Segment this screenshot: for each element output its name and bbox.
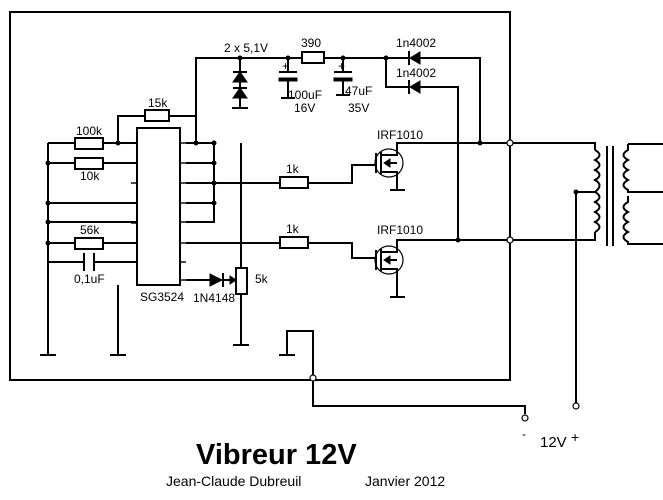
supply-positive-label: + — [571, 429, 579, 445]
ground-link — [279, 330, 580, 422]
ic-sg3524 — [136, 127, 181, 286]
resistor-1k-top — [279, 176, 309, 189]
resistor-100k — [74, 137, 104, 150]
enclosure-frame — [9, 11, 511, 381]
resistor-1k-bottom-label: 1k — [286, 222, 300, 236]
resistor-56k-label: 56k — [80, 223, 100, 237]
ic-left-network — [40, 140, 137, 356]
capacitor-0-1uf-label: 0,1uF — [74, 272, 105, 286]
resistor-1k-bottom — [279, 236, 309, 249]
author: Jean-Claude Dubreuil — [166, 473, 301, 489]
supply-negative-label: - — [522, 427, 526, 441]
capacitor-47uf-plus: + — [338, 59, 345, 73]
diode-1n4148-label: 1N4148 — [193, 291, 235, 305]
resistor-390 — [301, 51, 325, 64]
diode-1n4002-top-label: 1n4002 — [396, 36, 436, 50]
mosfet-irf1010-bottom-label: IRF1010 — [377, 223, 423, 237]
supply-voltage-label: 12V — [540, 434, 567, 451]
output-wiring — [477, 139, 596, 403]
diode-1n4002-top — [408, 51, 421, 65]
diode-1n4002-bottom-label: 1n4002 — [396, 66, 436, 80]
potentiometer-5k — [229, 143, 249, 346]
resistor-10k-label: 10k — [80, 169, 100, 183]
feedback-wire — [117, 115, 197, 143]
ic-sg3524-label: SG3524 — [140, 290, 184, 304]
capacitor-47uf — [333, 55, 353, 96]
mosfet-irf1010-top-label: IRF1010 — [377, 128, 423, 142]
capacitor-47uf-voltage: 35V — [348, 101, 369, 115]
resistor-100k-label: 100k — [76, 124, 103, 138]
zener-diode-pair — [232, 55, 248, 109]
capacitor-100uf-plus: + — [282, 59, 289, 73]
diode-1n4002-bottom — [408, 80, 421, 94]
capacitor-100uf-value: 100uF — [288, 88, 322, 102]
supply-rail — [195, 55, 481, 240]
resistor-10k — [74, 157, 104, 170]
resistor-390-label: 390 — [301, 36, 321, 50]
ic-right-pins — [180, 142, 186, 281]
capacitor-47uf-value: 47uF — [345, 84, 372, 98]
date: Janvier 2012 — [365, 473, 445, 489]
zener-label: 2 x 5,1V — [224, 41, 268, 55]
resistor-15k — [144, 109, 170, 122]
potentiometer-5k-label: 5k — [255, 272, 269, 286]
resistor-56k — [74, 237, 104, 250]
resistor-15k-label: 15k — [148, 96, 168, 110]
mosfet-irf1010-bottom — [308, 237, 510, 298]
ic-right-network — [186, 140, 280, 244]
capacitor-100uf-voltage: 16V — [294, 101, 315, 115]
page-title: Vibreur 12V — [196, 439, 357, 471]
transformer — [592, 143, 663, 246]
diode-1n4148 — [186, 273, 236, 287]
resistor-1k-top-label: 1k — [286, 162, 300, 176]
capacitor-0-1uf — [83, 253, 95, 271]
capacitor-100uf — [278, 55, 298, 99]
mosfet-irf1010-top — [308, 142, 480, 191]
